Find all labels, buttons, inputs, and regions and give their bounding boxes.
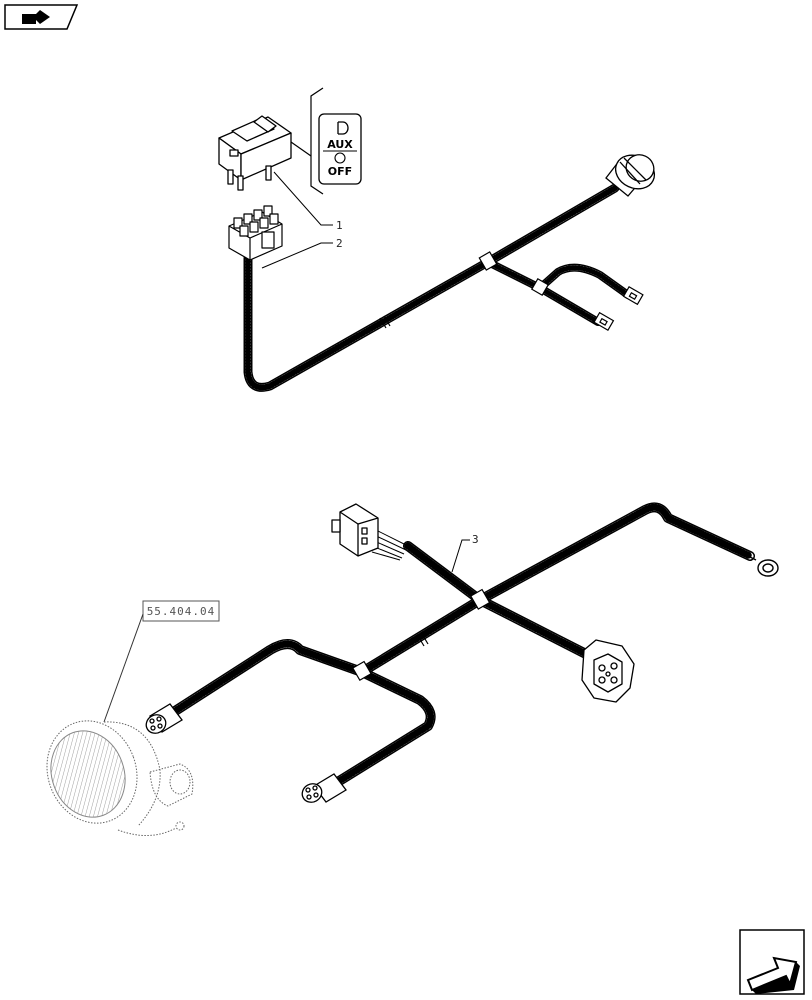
switch-harness-branches [484,258,632,326]
switch-harness-assembly: AUX OFF 1 2 [218,87,655,392]
hex-connector-bottom [581,639,635,703]
reference-box-label: 55.404.04 [147,605,216,618]
tape-bands-bottom [351,588,491,682]
off-circle-icon [334,152,346,164]
tape-bands-top [379,251,550,329]
switch-legend-symbol: AUX OFF [318,113,362,185]
callout-leaders-top [261,171,333,269]
switch-detail-bracket [290,87,324,195]
switch-label-aux: AUX [327,138,353,151]
lamp-plug-1 [145,703,183,734]
callout-1: 1 [336,219,343,232]
lamp-harness-cables [172,507,750,783]
work-lamp-ghost [46,720,194,836]
back-button[interactable] [4,4,78,30]
multi-pin-connector-bottom [331,503,379,557]
round-connector-top [605,154,655,197]
reference-box: 55.404.04 [103,600,220,723]
multi-pin-plug [228,205,283,261]
callout-2: 2 [336,237,343,250]
callout-leader-3 [451,539,470,573]
headlight-icon [337,121,349,135]
callout-3: 3 [472,533,479,546]
lamp-plug-2 [301,773,347,803]
back-arrow-icon [4,4,79,30]
spade-connector-2 [622,285,644,306]
ring-terminal [739,551,779,577]
spade-connector-1 [593,311,615,332]
rocker-switch [218,115,292,191]
next-page-arrow-icon [739,929,805,995]
lamp-harness-assembly: 3 55.404.04 [46,503,779,836]
switch-harness-main-cable [243,183,620,392]
switch-label-off: OFF [328,165,352,178]
next-page-button[interactable] [738,929,806,995]
